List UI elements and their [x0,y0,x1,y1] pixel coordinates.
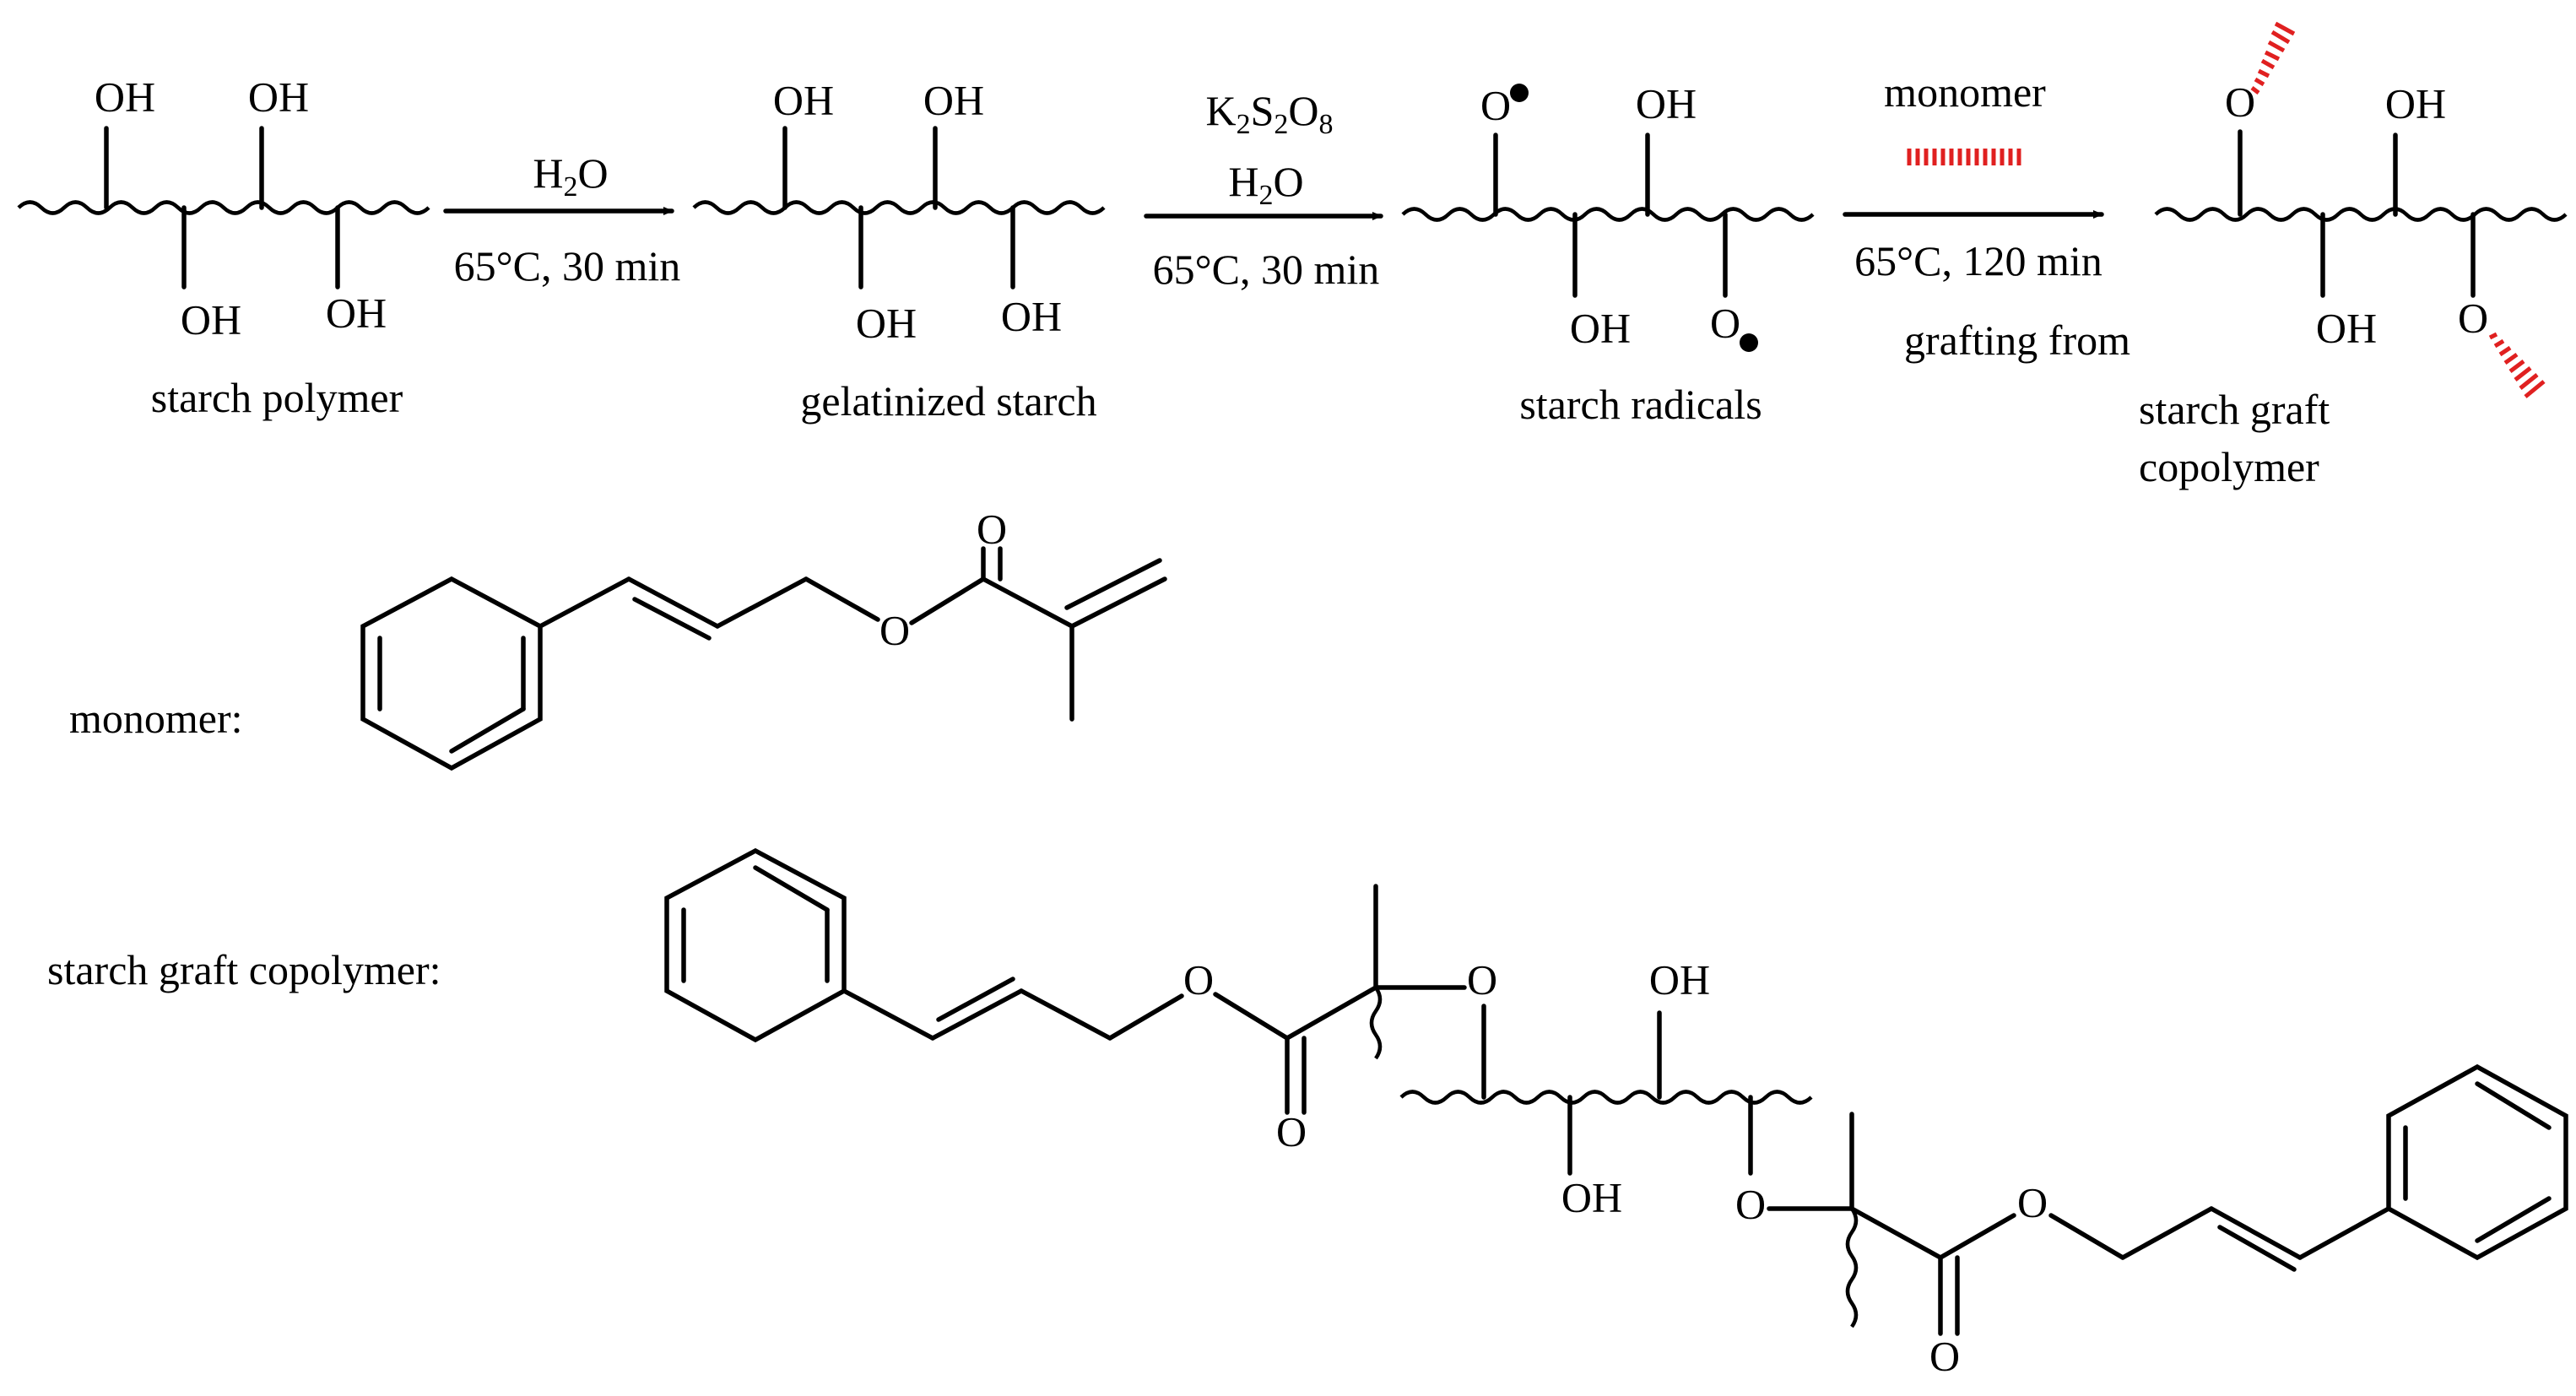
hydroxyl-label: OH [1649,955,1710,1003]
starch-radicals-caption: starch radicals [1519,381,1762,428]
oxygen-label: O [1929,1332,1960,1379]
starch-radicals-structure: O OH OH O [1403,79,1813,352]
conditions-label: 65°C, 30 min [1153,246,1380,293]
starch-polymer-caption: starch polymer [151,374,403,421]
radical-dot [1510,84,1529,102]
starch-graft-copolymer-structure: O OH OH O [2156,21,2566,398]
hydroxyl-label: OH [248,73,309,120]
starch-backbone [694,203,1104,214]
gelatinized-starch-structure: OH OH OH OH [694,76,1104,346]
oxygen-label: O [2017,1178,2048,1226]
monomer-structure: O O [360,505,1167,771]
oxygen-label: O [1276,1107,1307,1155]
hydroxyl-label: OH [923,76,984,123]
graft-chain-hash [2250,21,2296,95]
hydroxyl-label: OH [773,76,834,123]
reaction-arrow-1: H2O 65°C, 30 min [443,149,681,289]
starch-backbone [1403,209,1813,220]
copolymer-structure: O O O OH OH O O O [664,847,2568,1379]
benzene-ring [2386,1063,2568,1261]
starch-polymer-structure: OH OH OH OH [19,73,429,343]
reaction-arrow-2: K2S2O8 H2O 65°C, 30 min [1144,87,1383,293]
graft-chain-symbol [1907,149,2021,165]
wavy-bond [1845,1207,1859,1328]
monomer-label: monomer: [69,695,243,742]
oxygen-label: O [1480,81,1511,128]
reagent-water: H2O [1228,158,1303,211]
hydroxyl-label: OH [1001,292,1062,339]
grafting-note: grafting from [1904,317,2130,364]
starch-graft-copolymer-caption: copolymer [2139,443,2319,490]
starch-backbone [2156,209,2566,220]
oxygen-label: O [1710,299,1740,346]
copolymer-label: starch graft copolymer: [47,946,441,993]
benzene-ring [360,576,543,771]
oxygen-label: O [1467,955,1497,1003]
oxygen-label: O [1183,955,1214,1003]
reagent-water: H2O [533,149,608,203]
conditions-label: 65°C, 30 min [454,242,681,289]
oxygen-label: O [1735,1180,1766,1227]
benzene-ring [664,847,847,1043]
oxygen-label: O [977,505,1007,552]
hydroxyl-label: OH [326,289,387,336]
radical-dot [1740,333,1758,352]
reagent-monomer: monomer [1884,68,2046,116]
gelatinized-starch-caption: gelatinized starch [800,377,1096,425]
hydroxyl-label: OH [1636,79,1697,127]
hydroxyl-label: OH [2385,79,2446,127]
oxygen-label: O [2225,78,2255,125]
hydroxyl-label: OH [1561,1173,1622,1220]
wavy-bond [1369,986,1383,1060]
reaction-arrow-3: monomer 65°C, 120 min grafting from [1843,68,2130,364]
hydroxyl-label: OH [856,299,917,346]
oxygen-label: O [2458,294,2488,341]
hydroxyl-label: OH [1570,304,1631,351]
starch-graft-copolymer-caption: starch graft [2139,386,2330,433]
starch-backbone [19,203,429,214]
graft-chain-hash [2488,332,2546,398]
conditions-label: 65°C, 120 min [1854,237,2102,284]
oxygen-label: O [879,606,910,653]
hydroxyl-label: OH [2316,304,2377,351]
reagent-persulfate: K2S2O8 [1205,87,1333,140]
hydroxyl-label: OH [181,295,241,343]
hydroxyl-label: OH [95,73,155,120]
